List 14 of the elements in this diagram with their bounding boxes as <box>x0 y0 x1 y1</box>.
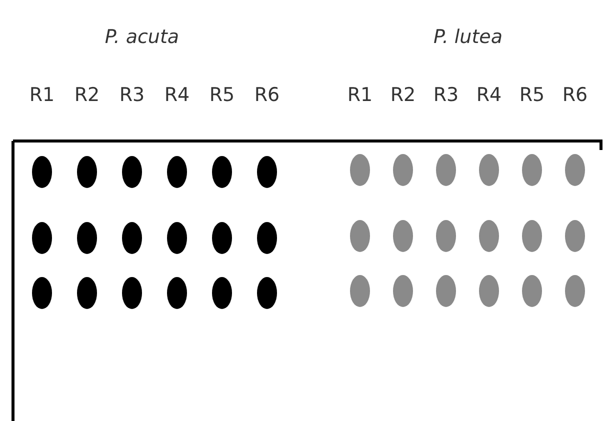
species-heading: P. acuta <box>104 26 180 48</box>
replicate-label: R4 <box>164 84 190 106</box>
replicate-label: R4 <box>476 84 502 106</box>
replicate-label: R5 <box>519 84 545 106</box>
replicate-label: R5 <box>209 84 235 106</box>
replicate-label: R6 <box>562 84 588 106</box>
replicate-label: R3 <box>119 84 145 106</box>
replicate-label: R6 <box>254 84 280 106</box>
replicate-label: R2 <box>390 84 416 106</box>
replicate-label: R3 <box>433 84 459 106</box>
replicate-label: R1 <box>29 84 55 106</box>
replicate-label: R1 <box>347 84 373 106</box>
replicate-label: R2 <box>74 84 100 106</box>
species-heading: P. lutea <box>433 26 503 48</box>
